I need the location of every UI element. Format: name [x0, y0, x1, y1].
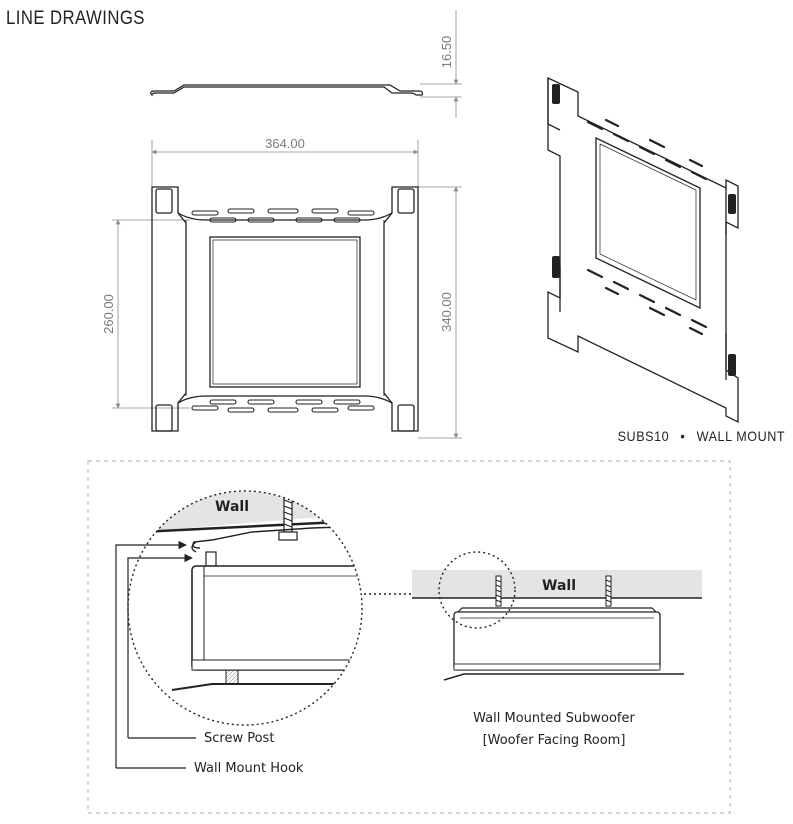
installation-panel-border: [87, 460, 731, 814]
width-dimension: [151, 140, 419, 190]
subwoofer-caption-line2: [Woofer Facing Room]: [483, 733, 626, 748]
installed-subwoofer-view: [412, 570, 702, 681]
detail-wall-label: Wall: [215, 499, 249, 515]
caption-separator: •: [680, 428, 686, 444]
outer-height-value: 340.00: [439, 292, 454, 332]
side-screw-right-icon: [605, 575, 612, 607]
thickness-dimension: [420, 10, 462, 118]
front-view-bracket: [151, 186, 419, 432]
width-value: 364.00: [265, 136, 305, 151]
inner-height-dimension: [112, 219, 190, 409]
hook-leader-line: [115, 540, 196, 769]
model-name: SUBS10: [617, 428, 670, 444]
detail-zoom-contents: [128, 491, 362, 691]
detail-zoom-circle: [127, 490, 363, 726]
inner-height-value: 260.00: [101, 294, 116, 334]
thickness-value: 16.50: [439, 36, 454, 69]
side-detail-circle: [438, 551, 516, 629]
side-wall-label: Wall: [542, 578, 576, 594]
page-title: LINE DRAWINGS: [6, 8, 145, 29]
side-profile-view: [150, 84, 424, 97]
wall-mount-hook-label: Wall Mount Hook: [194, 761, 304, 776]
model-caption: SUBS10 • WALL MOUNT: [617, 428, 785, 444]
outer-height-dimension: [418, 186, 462, 439]
screw-post-label: Screw Post: [204, 731, 274, 746]
isometric-view-bracket: [547, 76, 739, 424]
subwoofer-caption-line1: Wall Mounted Subwoofer: [473, 711, 635, 726]
side-screw-left-icon: [495, 575, 502, 607]
view-name: WALL MOUNT: [696, 428, 785, 444]
